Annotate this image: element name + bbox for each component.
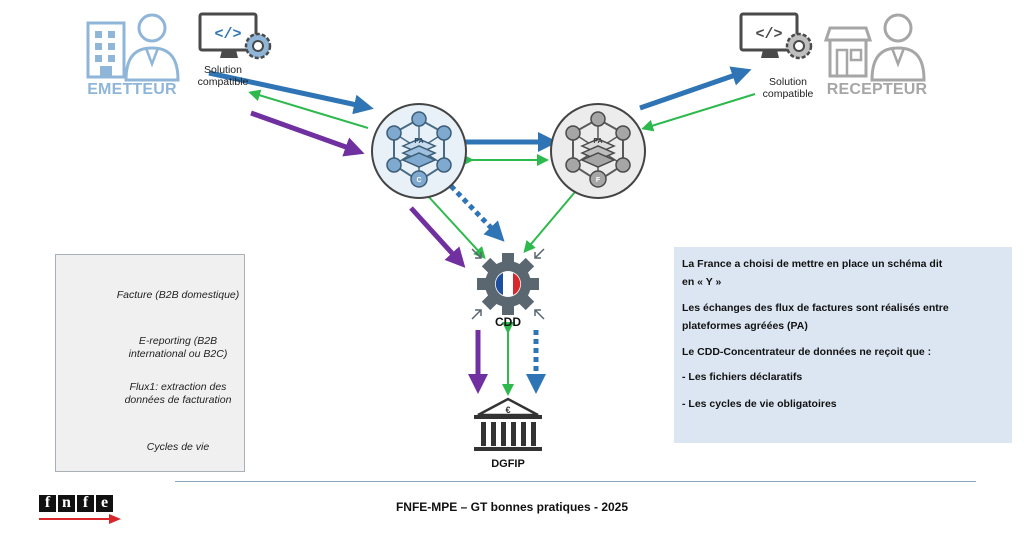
logo-letter: e [96, 495, 113, 512]
dgfip-bank-icon [474, 397, 542, 451]
platform-right-node [550, 103, 646, 199]
arrow-ereporting-emitter-to-pa [250, 110, 365, 157]
platform-right-badge: PA [593, 138, 602, 145]
receiver-shop-icon [823, 26, 873, 78]
arrow-ereporting-pa-to-cdd [409, 206, 466, 268]
logo-letter: n [58, 495, 75, 512]
info-line-4: plateformes agréées (PA) [682, 320, 808, 332]
arrow-lifecycle-pa-to-emitter [248, 89, 369, 129]
info-line-1: La France a choisi de mettre en place un… [682, 258, 943, 270]
footer-text: FNFE-MPE – GT bonnes pratiques - 2025 [395, 500, 629, 514]
logo-letter: f [77, 495, 94, 512]
arrow-invoice-emitter-to-pa [208, 70, 374, 115]
platform-left-sub: C [416, 177, 421, 184]
cdd-gear-icon [471, 248, 545, 320]
emitter-label: EMETTEUR [87, 81, 177, 98]
emitter-person-icon [124, 13, 180, 82]
platform-left-badge: PA [414, 138, 423, 145]
platform-right-sub: F [596, 177, 601, 184]
emitter-building-icon [86, 21, 126, 79]
arrow-lifecycle-receiver-to-pa [641, 93, 756, 132]
info-box: La France a choisi de mettre en place un… [674, 247, 1012, 443]
info-line-3: Les échanges des flux de factures sont r… [682, 302, 949, 314]
receiver-solution-label: Solution compatible [762, 76, 814, 100]
footer-divider [175, 481, 976, 482]
cdd-label: CDD [495, 315, 521, 329]
flow-arrows [208, 66, 756, 396]
receiver-label: RECEPTEUR [826, 81, 928, 98]
legend-ereporting-label: E-reporting (B2B international ou B2C) [128, 335, 228, 360]
logo-letter: f [39, 495, 56, 512]
svg-text:</>: </> [214, 26, 241, 43]
receiver-person-icon [870, 13, 926, 82]
dgfip-euro-symbol: € [505, 405, 510, 415]
receiver-solution-icon: </> [739, 12, 813, 60]
arrow-invoice-pa-to-receiver [639, 66, 752, 111]
svg-text:</>: </> [755, 26, 782, 43]
legend-box: Facture (B2B domestique) E-reporting (B2… [55, 254, 245, 472]
info-line-6: - Les fichiers déclaratifs [682, 371, 803, 383]
emitter-solution-label: Solution compatible [197, 64, 249, 88]
legend-extraction-label: Flux1: extraction des données de factura… [124, 381, 232, 406]
logo-red-arrow-icon [39, 514, 121, 524]
arrow-lifecycle-pa2-to-cdd [523, 191, 576, 254]
platform-left-node [371, 103, 467, 199]
info-line-7: - Les cycles de vie obligatoires [682, 398, 837, 410]
emitter-solution-icon: </> [198, 12, 272, 60]
info-line-2: en « Y » [682, 276, 722, 288]
info-line-5: Le CDD-Concentrateur de données ne reçoi… [682, 346, 932, 358]
arrow-lifecycle-pa-cdd [418, 186, 486, 259]
dgfip-label: DGFIP [491, 458, 525, 470]
legend-lifecycle-label: Cycles de vie [146, 441, 210, 453]
legend-invoice-label: Facture (B2B domestique) [116, 289, 240, 301]
